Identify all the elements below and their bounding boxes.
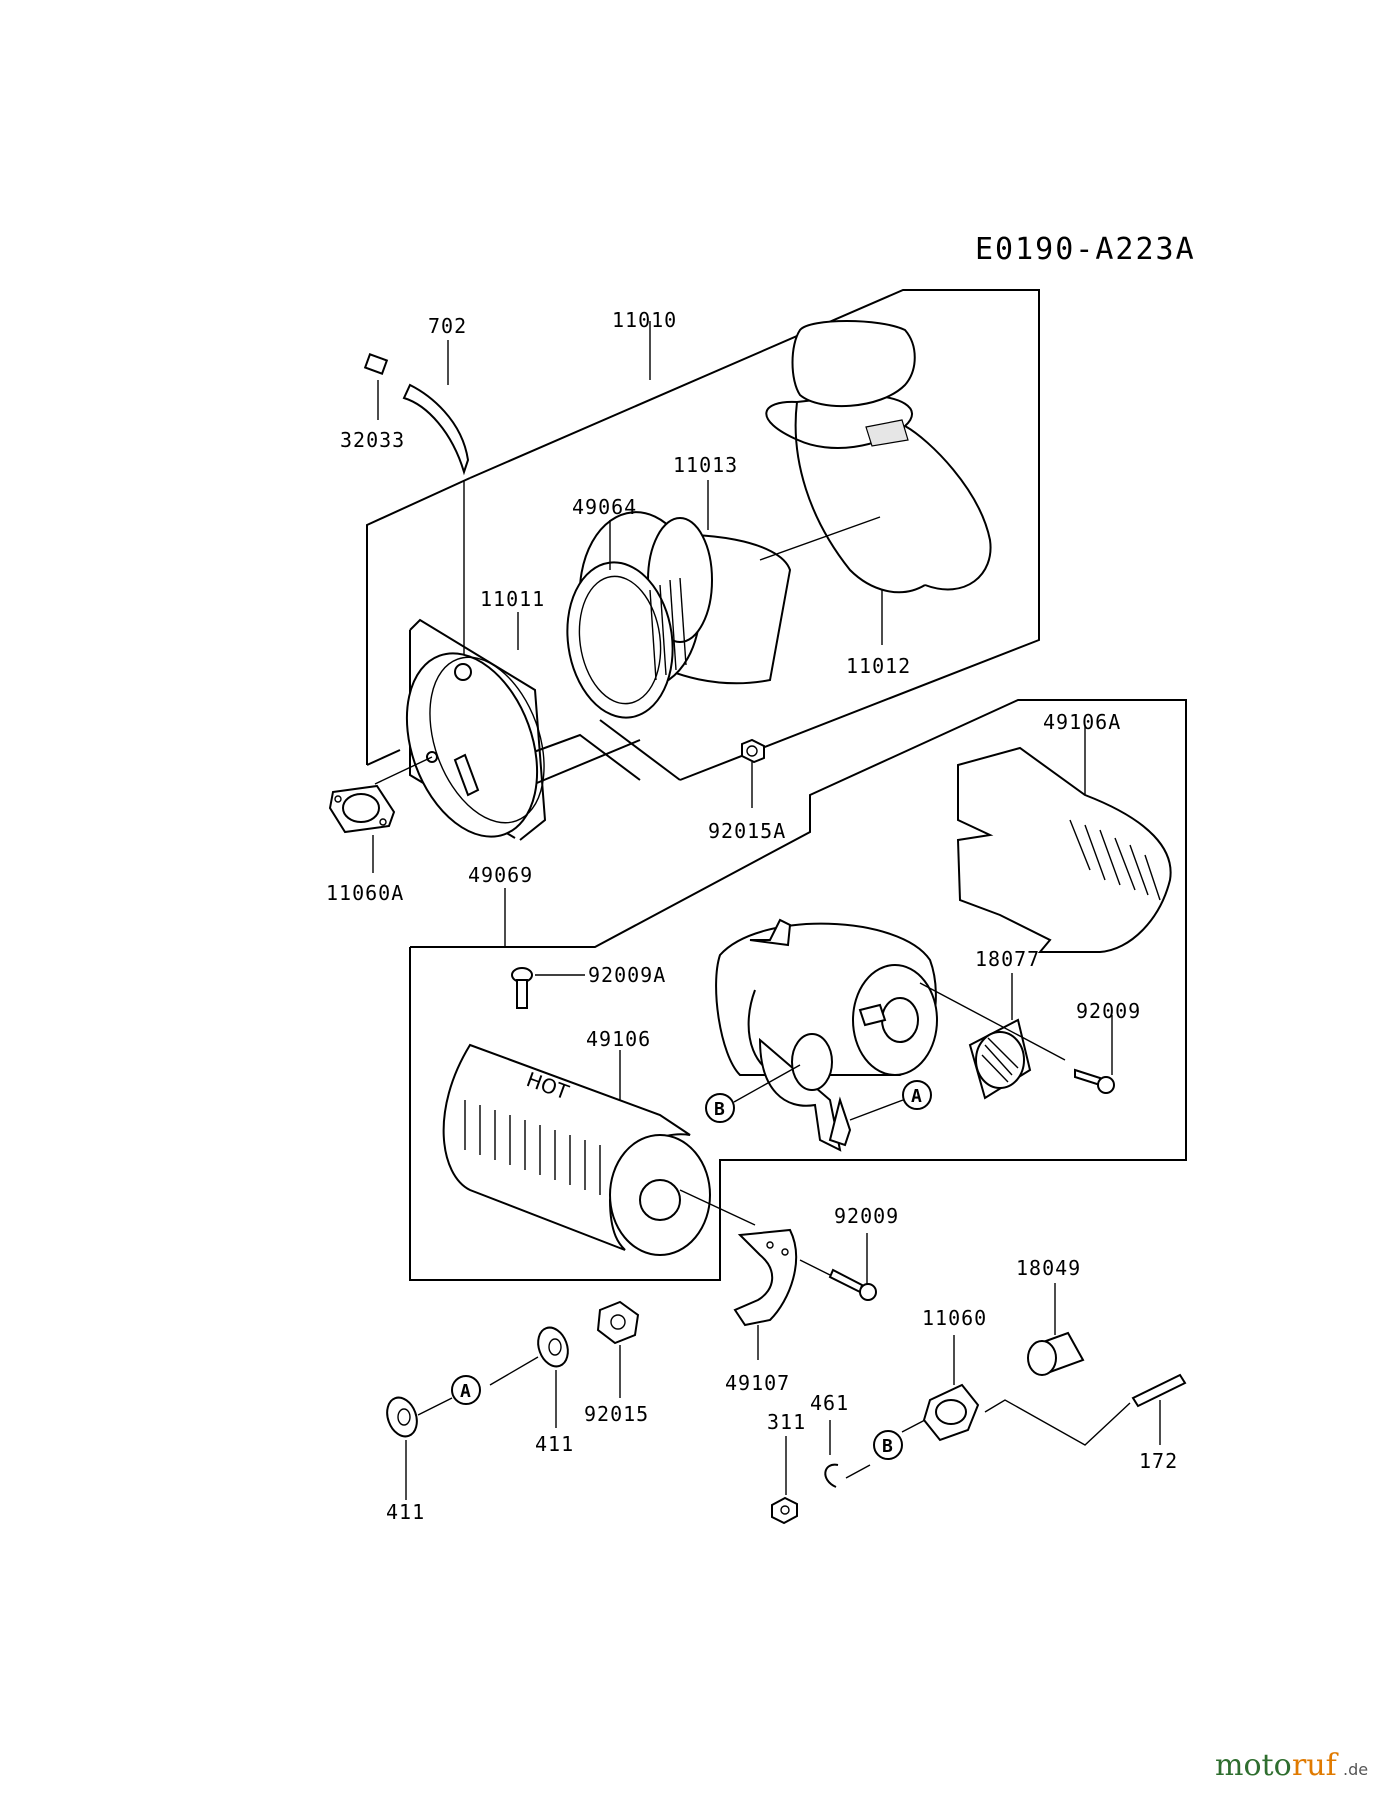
label-11060: 11060	[922, 1306, 987, 1330]
label-18049: 18049	[1016, 1256, 1081, 1280]
label-411-left: 411	[386, 1500, 425, 1524]
svg-text:A: A	[460, 1381, 471, 1402]
label-92009-upper: 92009	[1076, 999, 1141, 1023]
label-92009-lower: 92009	[834, 1204, 899, 1228]
screw-92009-lower	[828, 1233, 877, 1301]
label-11011: 11011	[480, 587, 545, 611]
callout-b-gasket: B	[873, 1430, 903, 1460]
stud-172	[984, 1373, 1187, 1446]
callout-a-muffler: A	[849, 1080, 932, 1121]
label-702: 702	[428, 314, 467, 338]
label-49069: 49069	[468, 863, 533, 887]
label-49064: 49064	[572, 495, 637, 519]
nut-311	[771, 1436, 798, 1525]
screw-92009-upper	[1074, 1015, 1115, 1094]
label-411-middle: 411	[535, 1432, 574, 1456]
sleeve-18049	[1027, 1283, 1085, 1376]
spark-arrester-18077	[919, 973, 1066, 1100]
breather-hose-702	[402, 340, 470, 665]
label-49106: 49106	[586, 1027, 651, 1051]
air-cleaner-assembly-frame	[366, 289, 1040, 791]
label-32033: 32033	[340, 428, 405, 452]
washer-411-left	[386, 1396, 453, 1500]
callout-a-washers: A	[451, 1375, 481, 1405]
nut-92015A	[741, 738, 765, 808]
label-11010: 11010	[612, 308, 677, 332]
label-92015A: 92015A	[708, 819, 786, 843]
label-11013: 11013	[673, 453, 738, 477]
gasket-11060A	[328, 756, 433, 873]
svg-text:ruf: ruf	[1292, 1748, 1339, 1783]
bracket-49107	[733, 1228, 831, 1360]
muffler-assembly-frame	[409, 699, 1187, 1281]
nut-92015	[596, 1300, 640, 1398]
label-92015: 92015	[584, 1402, 649, 1426]
watermark-logo: moto ruf .de	[1215, 1748, 1368, 1783]
svg-text:moto: moto	[1215, 1748, 1292, 1783]
label-311: 311	[767, 1410, 806, 1434]
label-49107: 49107	[725, 1371, 790, 1395]
svg-text:B: B	[714, 1099, 725, 1120]
heat-shield-49106A	[956, 725, 1172, 953]
label-92009A: 92009A	[588, 963, 666, 987]
screw-92009A	[511, 967, 585, 1009]
diagram-code: E0190-A223A	[975, 232, 1196, 267]
label-11012: 11012	[846, 654, 911, 678]
sleeve-32033	[363, 353, 389, 420]
label-18077: 18077	[975, 947, 1040, 971]
clip-461	[824, 1420, 871, 1488]
label-461: 461	[810, 1391, 849, 1415]
label-172: 172	[1139, 1449, 1178, 1473]
heat-shield-49106: HOT	[442, 1043, 756, 1256]
svg-text:A: A	[911, 1086, 922, 1107]
air-cleaner-cover-11012	[765, 320, 992, 645]
gasket-11060	[901, 1335, 980, 1442]
air-cleaner-base-11011	[405, 612, 547, 841]
svg-text:.de: .de	[1343, 1760, 1368, 1779]
svg-text:B: B	[882, 1436, 893, 1457]
filter-element-11013	[566, 480, 881, 719]
muffler-body	[715, 918, 938, 1152]
label-49106A: 49106A	[1043, 710, 1121, 734]
washer-411-middle	[489, 1326, 569, 1428]
callout-b-muffler: B	[705, 1064, 801, 1123]
label-11060A: 11060A	[326, 881, 404, 905]
